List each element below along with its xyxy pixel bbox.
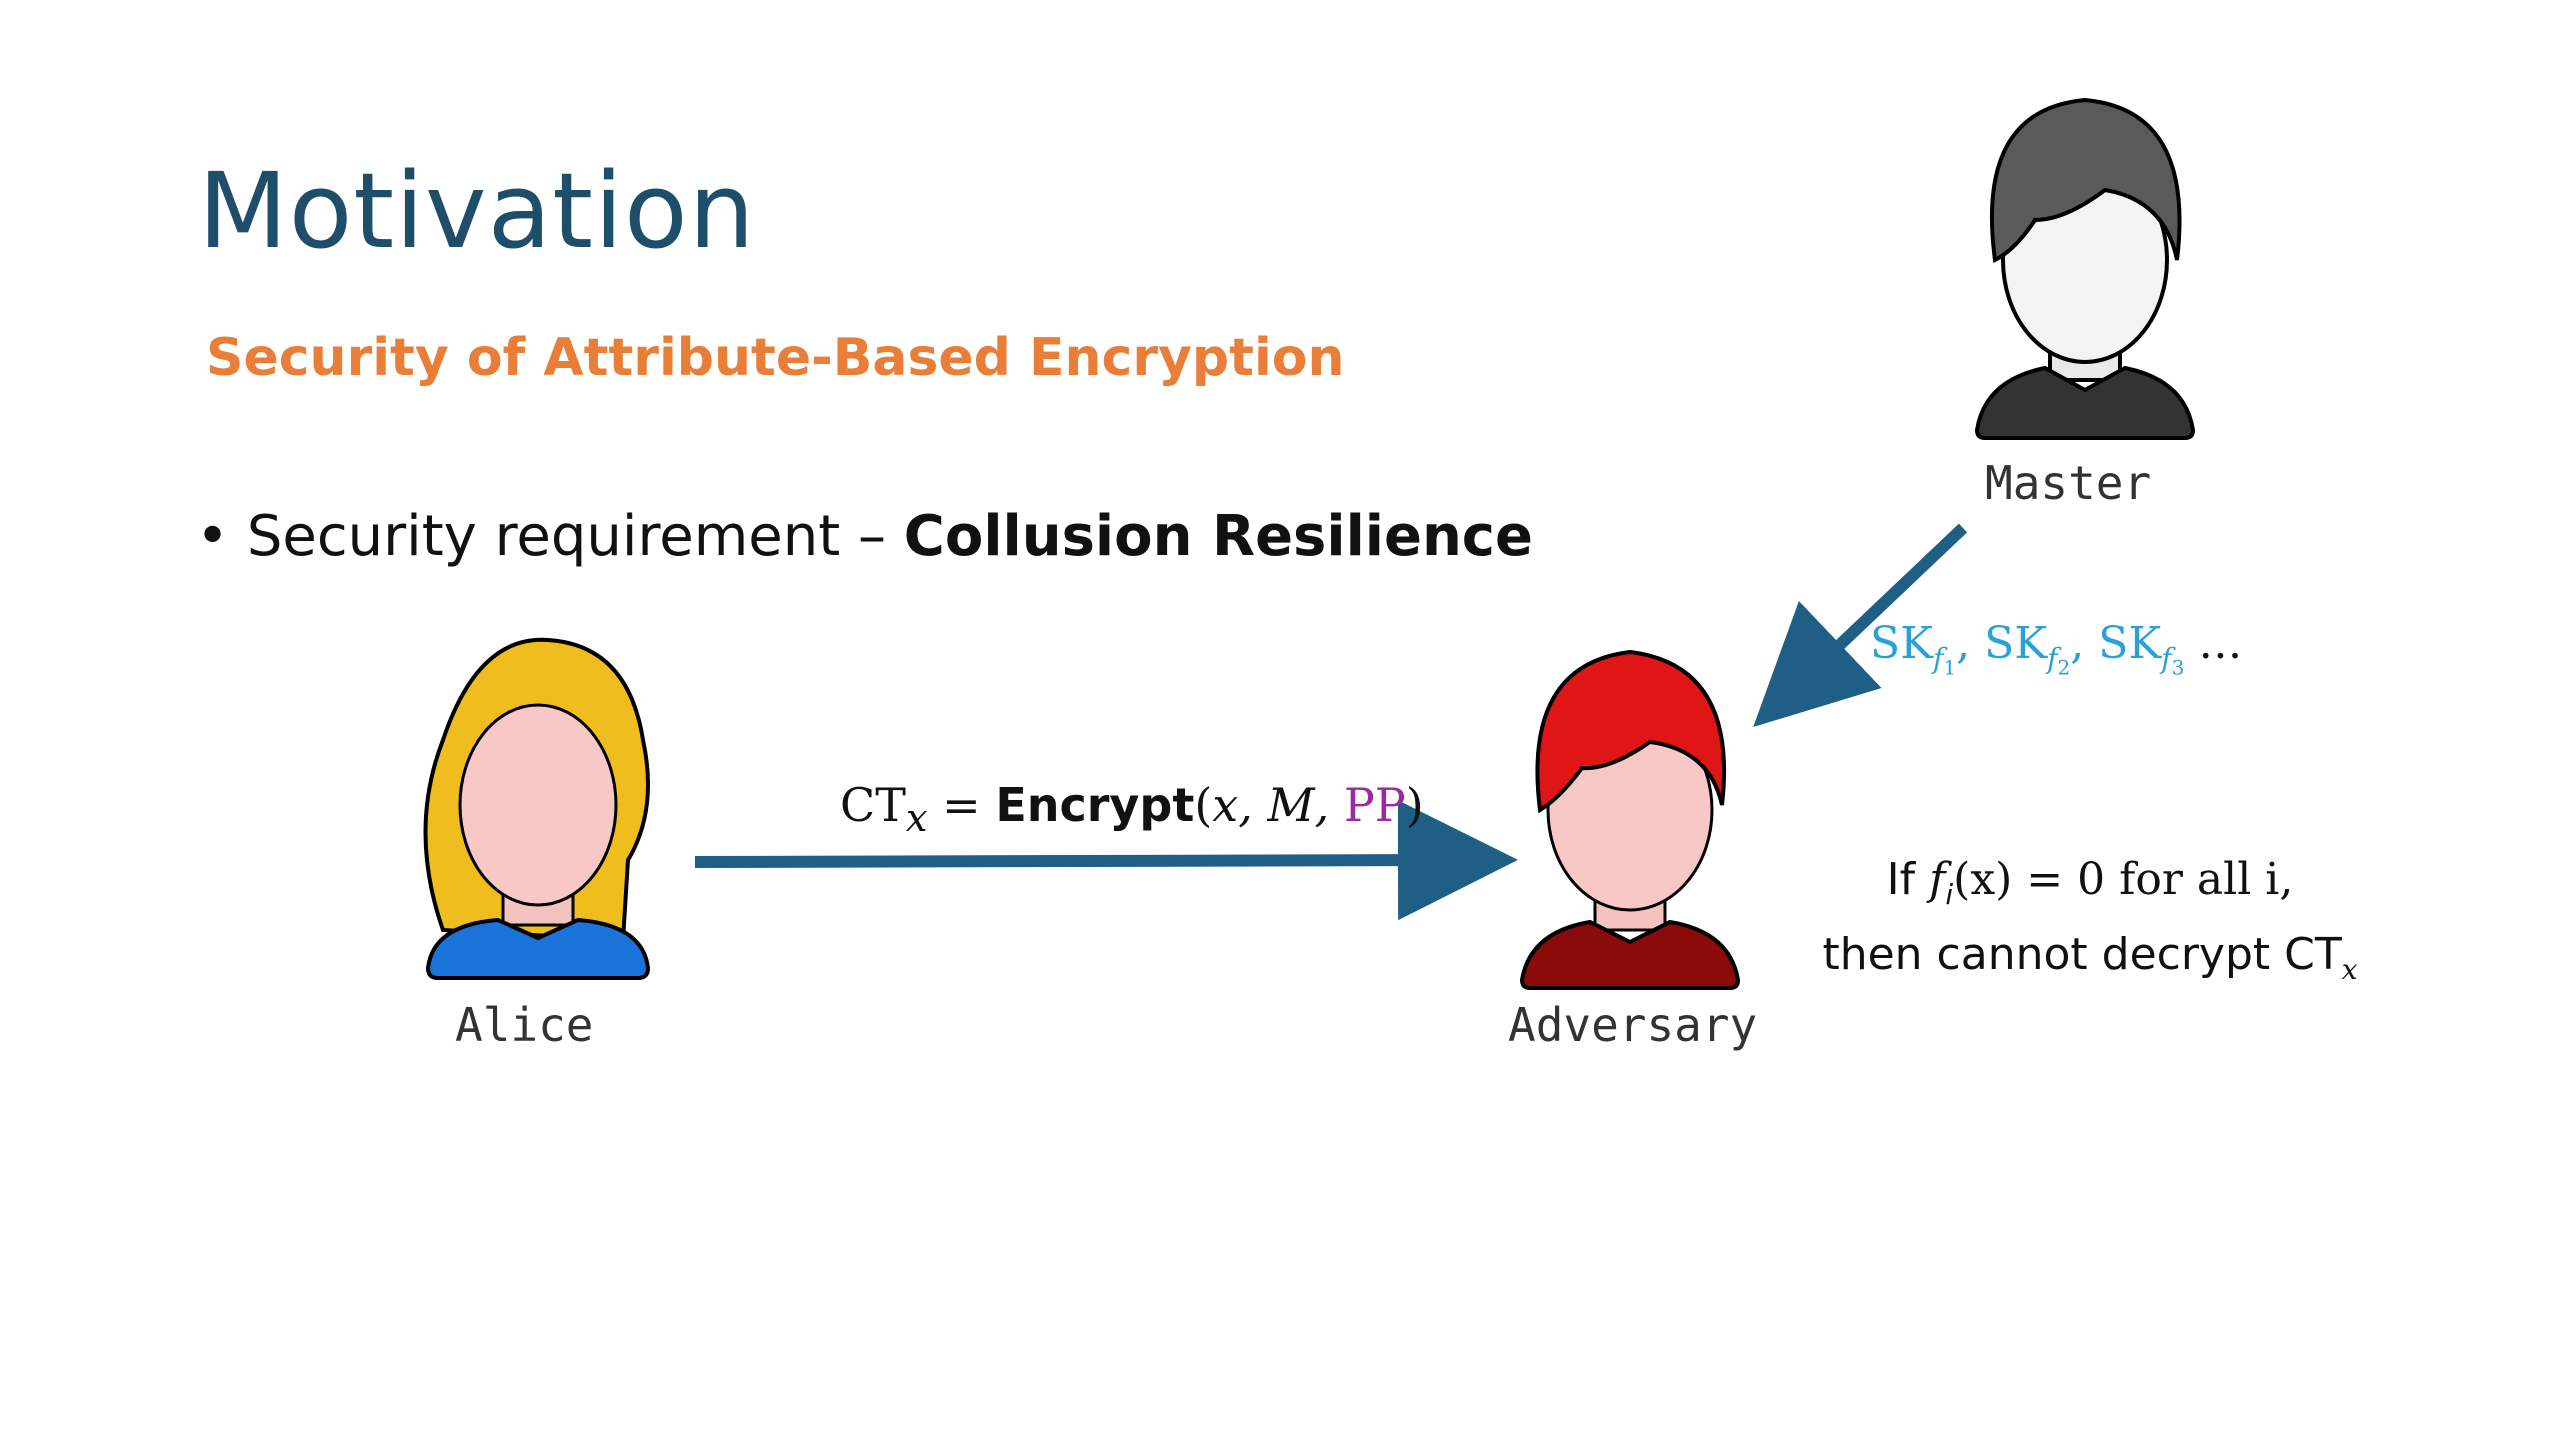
- ct-symbol: CT: [840, 778, 906, 832]
- slide-title: Motivation: [198, 150, 756, 272]
- sk-3: SK: [2098, 618, 2162, 669]
- sk-1-index: 1: [1943, 655, 1957, 680]
- keys-arrow: [1753, 523, 1968, 728]
- sk-1-f: f: [1933, 641, 1944, 675]
- equals-sign: =: [927, 778, 996, 832]
- if-word: If: [1886, 854, 1930, 905]
- encrypt-formula: CTx = Encrypt(x, M, PP): [840, 778, 1424, 841]
- public-params: PP: [1343, 778, 1406, 832]
- encrypt-arrow: [694, 800, 1518, 921]
- encrypt-function: Encrypt: [995, 778, 1195, 832]
- condition-line2-text: then cannot decrypt CT: [1822, 928, 2342, 980]
- sk-1: SK: [1870, 618, 1934, 669]
- sk-2-f: f: [2047, 641, 2058, 675]
- ct-subscript: x: [905, 796, 928, 842]
- bullet-emphasis: Collusion Resilience: [903, 504, 1533, 569]
- condition-rest: (x) = 0 for all i,: [1953, 854, 2294, 905]
- keys-ellipsis: …: [2184, 618, 2243, 669]
- sk-3-index: 3: [2171, 655, 2185, 680]
- encrypt-args: x, M,: [1212, 778, 1344, 832]
- alice-label: Alice: [455, 998, 594, 1052]
- condition-line-2: then cannot decrypt CTx: [1820, 925, 2360, 1000]
- sep-1: ,: [1956, 618, 1985, 669]
- condition-line-1: If fi(x) = 0 for all i,: [1820, 850, 2360, 925]
- f-symbol: f: [1929, 854, 1946, 905]
- sk-2: SK: [1984, 618, 2048, 669]
- i-subscript: i: [1945, 877, 1954, 911]
- close-paren: ): [1405, 778, 1424, 832]
- sep-2: ,: [2070, 618, 2099, 669]
- alice-avatar-icon: [423, 637, 651, 980]
- open-paren: (: [1194, 778, 1213, 832]
- bullet-marker: •: [196, 504, 230, 569]
- sk-3-f: f: [2161, 641, 2172, 675]
- secret-keys: SKf1, SKf2, SKf3 …: [1870, 618, 2242, 679]
- bullet-text: Security requirement –: [246, 504, 904, 569]
- collusion-condition: If fi(x) = 0 for all i, then cannot decr…: [1820, 850, 2360, 1000]
- master-label: Master: [1985, 456, 2152, 510]
- ct-x-subscript: x: [2341, 952, 2358, 986]
- adversary-label: Adversary: [1508, 998, 1758, 1052]
- bullet-item: • Security requirement – Collusion Resil…: [196, 504, 1533, 569]
- sk-2-index: 2: [2057, 655, 2071, 680]
- master-avatar-icon: [1974, 97, 2196, 440]
- slide-subtitle: Security of Attribute-Based Encryption: [206, 328, 1345, 388]
- adversary-avatar-icon: [1519, 649, 1741, 990]
